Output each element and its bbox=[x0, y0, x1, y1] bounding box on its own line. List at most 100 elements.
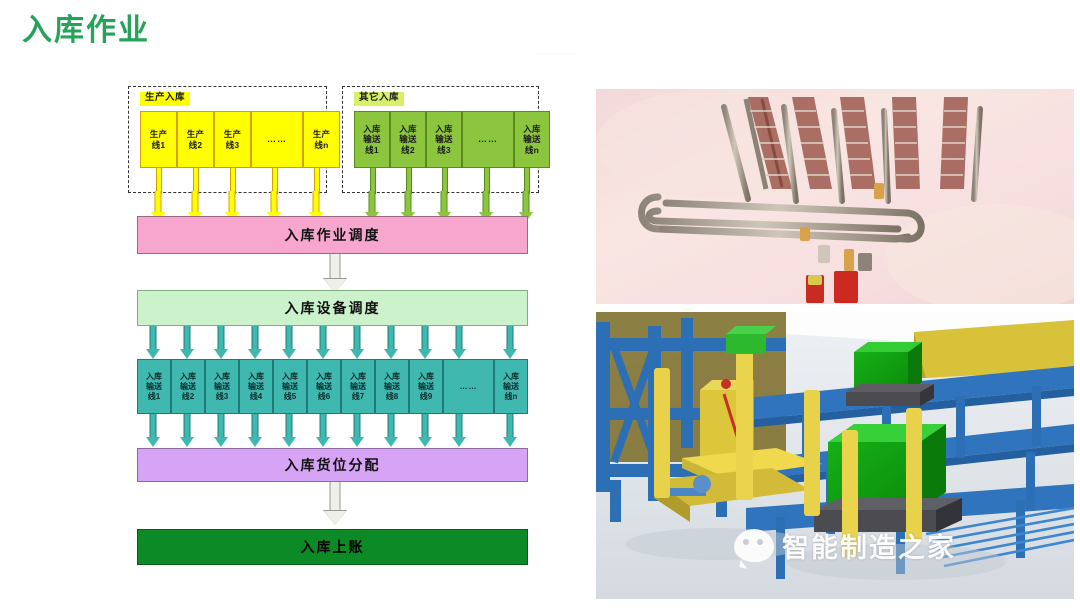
conveyor-box-line3: 线1 bbox=[147, 391, 161, 401]
source-box-line3: 线1 bbox=[365, 144, 379, 155]
source-box-line2: 线1 bbox=[151, 139, 166, 150]
ellipsis-label: …… bbox=[459, 381, 478, 391]
flow-arrow-down bbox=[180, 414, 194, 448]
source-box-line1: 入库 bbox=[523, 124, 541, 135]
conveyor-box-line1: 入库 bbox=[180, 371, 196, 381]
flow-arrow-down bbox=[146, 326, 160, 360]
conveyor-box-line2: 输送 bbox=[384, 381, 400, 391]
bar-inbound-equipment-scheduling[interactable]: 入库设备调度 bbox=[137, 290, 528, 326]
source-box-line1: 生产 bbox=[223, 129, 242, 140]
bar-inbound-slot-allocation[interactable]: 入库货位分配 bbox=[137, 448, 528, 482]
conveyor-box-line3: 线4 bbox=[249, 391, 263, 401]
source-box-ellipsis: …… bbox=[462, 111, 514, 168]
header-divider bbox=[532, 52, 583, 54]
flow-arrow-down bbox=[384, 326, 398, 360]
conveyor-box-line1: 入库 bbox=[384, 371, 400, 381]
conveyor-box-line2: 输送 bbox=[146, 381, 162, 391]
flow-arrow-down bbox=[418, 326, 432, 360]
conveyor-box-line2: 输送 bbox=[214, 381, 230, 391]
flow-arrow-down bbox=[503, 326, 517, 360]
conveyor-box[interactable]: 入库 输送 线n bbox=[494, 359, 528, 414]
photo-conveyor-rack bbox=[596, 89, 1074, 304]
flow-arrow-down bbox=[350, 414, 364, 448]
conveyor-box[interactable]: 入库 输送 线1 bbox=[137, 359, 171, 414]
conveyor-box-line2: 输送 bbox=[418, 381, 434, 391]
conveyor-box[interactable]: 入库 输送 线8 bbox=[375, 359, 409, 414]
conveyor-box-line2: 输送 bbox=[350, 381, 366, 391]
source-box-line2: 线2 bbox=[188, 139, 203, 150]
source-box-line1: 生产 bbox=[312, 129, 331, 140]
flow-arrow-grey bbox=[323, 254, 347, 293]
flow-arrow-down bbox=[282, 414, 296, 448]
conveyor-box-line1: 入库 bbox=[248, 371, 264, 381]
source-box-line1: 入库 bbox=[363, 124, 381, 135]
conveyor-box[interactable]: 入库 输送 线4 bbox=[239, 359, 273, 414]
bar-label: 入库设备调度 bbox=[284, 300, 381, 316]
flow-arrow-down bbox=[282, 326, 296, 360]
conveyor-box-line3: 线8 bbox=[385, 391, 399, 401]
source-box-line2: 线3 bbox=[225, 139, 240, 150]
ellipsis-label: …… bbox=[478, 134, 498, 145]
connector-stem bbox=[314, 168, 320, 194]
conveyor-box-line3: 线n bbox=[504, 391, 518, 401]
conveyor-box[interactable]: 入库 输送 线9 bbox=[409, 359, 443, 414]
flow-arrow-down bbox=[503, 414, 517, 448]
connector-stem bbox=[370, 168, 376, 194]
conveyor-box-line1: 入库 bbox=[146, 371, 162, 381]
source-box[interactable]: 生产 线n bbox=[303, 111, 340, 168]
flow-arrow-down bbox=[248, 326, 262, 360]
conveyor-box-line3: 线6 bbox=[317, 391, 331, 401]
connector-stem bbox=[484, 168, 490, 194]
source-box[interactable]: 入库 输送 线3 bbox=[426, 111, 462, 168]
connector-stem bbox=[442, 168, 448, 194]
conveyor-box[interactable]: 入库 输送 线3 bbox=[205, 359, 239, 414]
conveyor-box-ellipsis: …… bbox=[443, 359, 494, 414]
bar-inbound-ledger-posting[interactable]: 入库上账 bbox=[137, 529, 528, 565]
conveyor-box-line1: 入库 bbox=[282, 371, 298, 381]
conveyor-box[interactable]: 入库 输送 线7 bbox=[341, 359, 375, 414]
connector-stem bbox=[156, 168, 162, 194]
flow-arrow-down bbox=[146, 414, 160, 448]
flow-arrow-down bbox=[248, 414, 262, 448]
other-inbound-line-row: 入库 输送 线1 入库 输送 线2 入库 输送 线3 …… 入库 输送 线n bbox=[354, 111, 550, 168]
flow-arrow-down bbox=[180, 326, 194, 360]
source-box[interactable]: 生产 线1 bbox=[140, 111, 177, 168]
conveyor-box-line3: 线2 bbox=[181, 391, 195, 401]
source-box-line3: 线n bbox=[524, 144, 540, 155]
connector-stem bbox=[193, 168, 199, 194]
source-box-line2: 输送 bbox=[363, 134, 381, 145]
flow-arrow-down bbox=[452, 414, 466, 448]
source-box[interactable]: 入库 输送 线1 bbox=[354, 111, 390, 168]
connector-stem bbox=[406, 168, 412, 194]
source-box[interactable]: 入库 输送 线n bbox=[514, 111, 550, 168]
conveyor-box-line2: 输送 bbox=[316, 381, 332, 391]
source-box-line2: 线n bbox=[314, 139, 329, 150]
conveyor-box-line3: 线3 bbox=[215, 391, 229, 401]
source-box-line2: 输送 bbox=[523, 134, 541, 145]
source-box[interactable]: 生产 线3 bbox=[214, 111, 251, 168]
source-box[interactable]: 入库 输送 线2 bbox=[390, 111, 426, 168]
connector-stem bbox=[524, 168, 530, 194]
conveyor-box[interactable]: 入库 输送 线6 bbox=[307, 359, 341, 414]
source-box-line3: 线2 bbox=[401, 144, 415, 155]
page-title: 入库作业 bbox=[22, 14, 150, 47]
connector-stem bbox=[230, 168, 236, 194]
conveyor-box[interactable]: 入库 输送 线2 bbox=[171, 359, 205, 414]
bar-label: 入库货位分配 bbox=[284, 457, 381, 473]
bar-inbound-job-scheduling[interactable]: 入库作业调度 bbox=[137, 216, 528, 254]
source-box-ellipsis: …… bbox=[251, 111, 303, 168]
conveyor-box-line1: 入库 bbox=[316, 371, 332, 381]
source-box-line1: 入库 bbox=[399, 124, 417, 135]
source-box[interactable]: 生产 线2 bbox=[177, 111, 214, 168]
source-box-line2: 输送 bbox=[435, 134, 453, 145]
flow-arrow-grey bbox=[323, 482, 347, 525]
source-box-line1: 生产 bbox=[149, 129, 168, 140]
inbound-process-diagram: 生产入库 其它入库 生产 线1 生产 线2 生产 线3 …… 生产 线n bbox=[0, 78, 580, 598]
conveyor-box[interactable]: 入库 输送 线5 bbox=[273, 359, 307, 414]
conveyor-box-line2: 输送 bbox=[248, 381, 264, 391]
group-label-production-inbound: 生产入库 bbox=[140, 92, 191, 106]
conveyor-line-row: 入库 输送 线1 入库 输送 线2 入库 输送 线3 入库 输送 线4 入库 输 bbox=[137, 359, 528, 414]
conveyor-box-line3: 线7 bbox=[351, 391, 365, 401]
flow-arrow-down bbox=[316, 414, 330, 448]
flow-arrow-down bbox=[316, 326, 330, 360]
